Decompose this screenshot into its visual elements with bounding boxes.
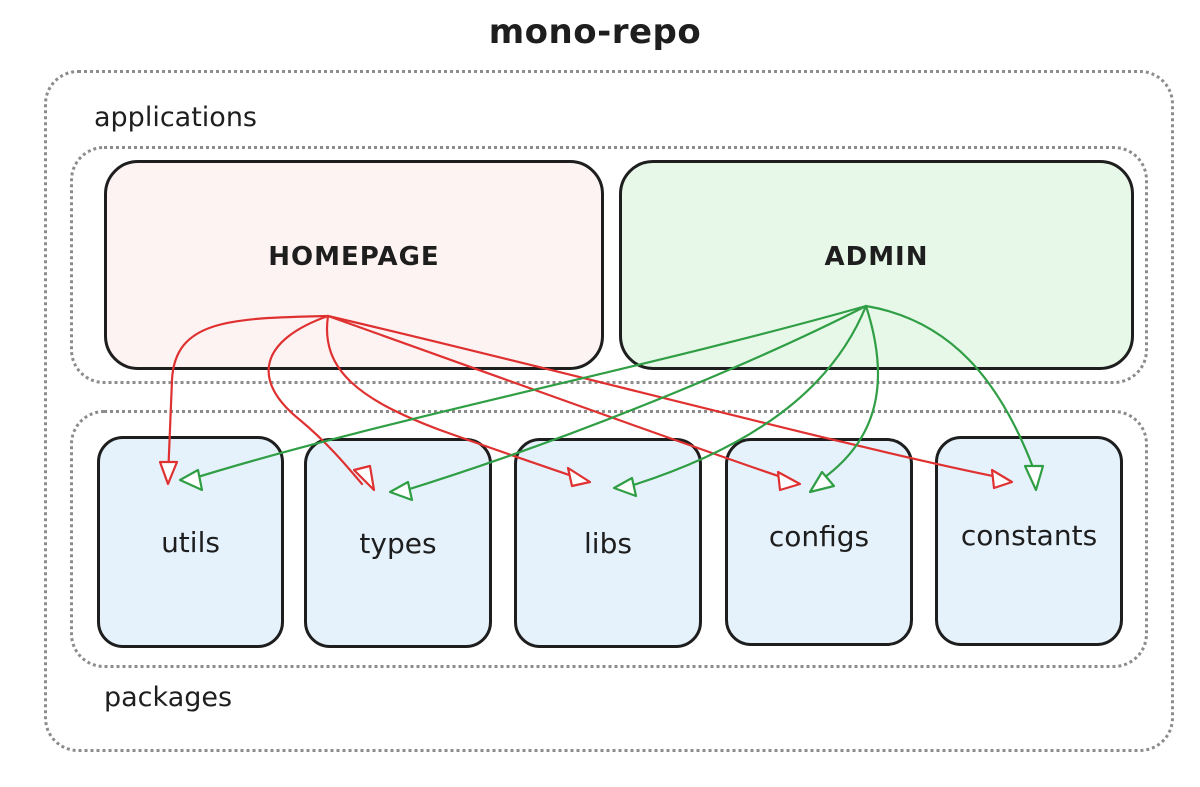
package-configs-label: configs (768, 519, 870, 553)
arrow-admin-types (398, 304, 868, 494)
package-types[interactable]: types (304, 438, 492, 648)
mono-repo-group (44, 70, 1174, 752)
arrowhead-homepage-constants (990, 468, 1014, 490)
homepage-label: HOMEPAGE (268, 242, 440, 272)
diagram-title: mono-repo (488, 12, 702, 52)
arrow-homepage-configs (326, 314, 792, 482)
arrowhead-homepage-types (352, 464, 376, 492)
applications-group (70, 146, 1148, 384)
packages-label: packages (104, 682, 233, 713)
package-configs[interactable]: configs (725, 438, 913, 646)
applications-label: applications (94, 102, 258, 133)
package-libs[interactable]: libs (514, 438, 702, 648)
arrow-homepage-constants (326, 314, 1005, 480)
package-constants-label: constants (960, 518, 1098, 552)
package-libs-label: libs (584, 526, 632, 560)
admin-label: ADMIN (824, 242, 929, 272)
arrowhead-admin-configs (808, 470, 836, 494)
arrowhead-homepage-libs (566, 466, 592, 488)
package-utils[interactable]: utils (97, 436, 284, 648)
homepage-box[interactable]: HOMEPAGE (104, 160, 604, 370)
arrow-admin-utils (186, 304, 868, 482)
arrowhead-homepage-utils (158, 460, 179, 486)
arrowhead-admin-constants (1023, 464, 1045, 492)
package-types-label: types (359, 526, 437, 560)
arrowhead-admin-libs (612, 476, 638, 498)
arrow-admin-libs (622, 304, 868, 490)
package-utils-label: utils (161, 525, 220, 559)
arrowhead-homepage-configs (776, 470, 802, 492)
arrowhead-admin-types (388, 480, 414, 502)
arrowhead-admin-utils (178, 468, 204, 492)
arrow-admin-configs (816, 304, 880, 484)
admin-box[interactable]: ADMIN (619, 160, 1134, 370)
packages-group (70, 410, 1148, 668)
arrow-homepage-libs (325, 314, 580, 480)
arrow-admin-constants (864, 304, 1036, 472)
arrow-homepage-utils (166, 314, 330, 480)
arrow-homepage-types (267, 314, 364, 486)
